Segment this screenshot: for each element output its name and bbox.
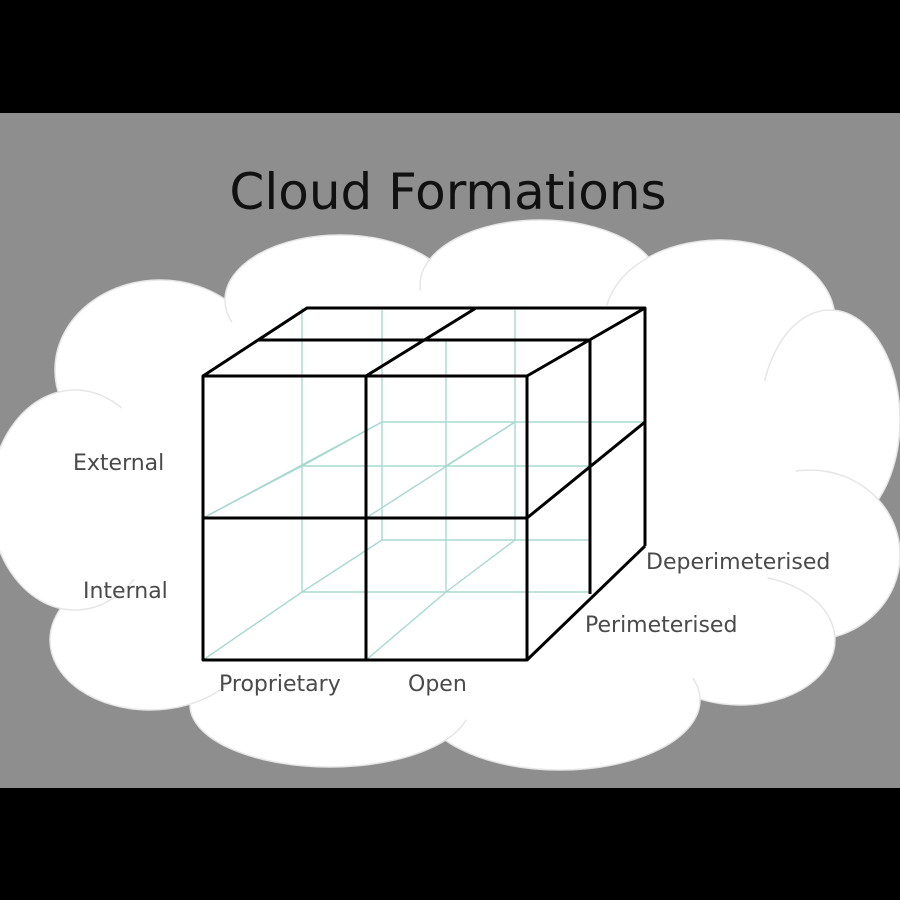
- axis-label-external: External: [73, 451, 164, 476]
- page-title: Cloud Formations: [229, 163, 666, 221]
- axis-label-proprietary: Proprietary: [219, 672, 341, 697]
- axis-label-deperimeterised: Deperimeterised: [646, 550, 830, 575]
- axis-label-perimeterised: Perimeterised: [585, 613, 737, 638]
- cloud-fill: [100, 290, 800, 720]
- axis-label-internal: Internal: [83, 579, 168, 604]
- cube-hidden-edges: [202, 308, 645, 661]
- axis-label-open: Open: [408, 672, 467, 697]
- cube-visible-edges: [201, 306, 647, 662]
